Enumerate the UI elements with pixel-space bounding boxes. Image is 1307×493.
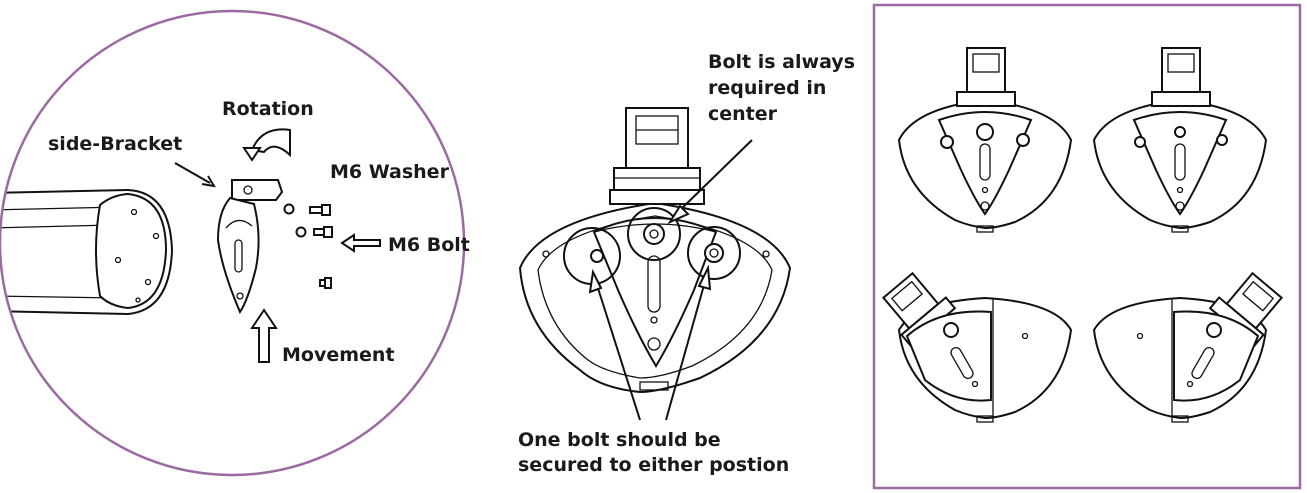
movement-arrow-icon xyxy=(250,308,278,363)
m6-washers xyxy=(283,203,307,238)
side-callout-arrows-icon xyxy=(588,264,712,421)
left-detail-panel: Rotation side-Bracket M6 Washer M6 Bolt … xyxy=(0,9,470,477)
side-bolt-callout: One bolt should be secured to either pos… xyxy=(518,429,789,476)
bolt-position-right xyxy=(687,226,741,280)
center-bolt-callout: Bolt is always required in center xyxy=(708,51,862,125)
detail-circle-border xyxy=(0,9,466,477)
rotation-label: Rotation xyxy=(222,98,314,120)
top-mount-bracket xyxy=(609,107,705,205)
bolt-arrow-icon xyxy=(340,233,381,253)
m6-bolt-label: M6 Bolt xyxy=(388,234,470,256)
orientation-view-top-right xyxy=(1092,47,1268,233)
m6-bolts xyxy=(309,204,333,289)
rotation-arrow-icon xyxy=(242,128,291,162)
middle-front-view: Bolt is always required in center One bo… xyxy=(518,51,862,476)
heater-body xyxy=(0,188,174,316)
side-bracket xyxy=(216,179,284,315)
orientation-view-top-left xyxy=(897,47,1073,233)
movement-label: Movement xyxy=(282,344,395,366)
center-callout-arrow-icon xyxy=(667,139,753,225)
right-orientations-panel xyxy=(872,3,1302,490)
orientations-frame xyxy=(872,3,1302,490)
orientation-view-bottom-left xyxy=(881,271,1073,423)
back-plate xyxy=(592,217,718,368)
orientation-view-bottom-right xyxy=(1092,271,1284,423)
bracket-pointer-arrow-icon xyxy=(174,162,216,188)
bolt-position-center xyxy=(627,207,681,261)
side-bracket-label: side-Bracket xyxy=(48,133,182,155)
m6-washer-label: M6 Washer xyxy=(330,161,450,183)
